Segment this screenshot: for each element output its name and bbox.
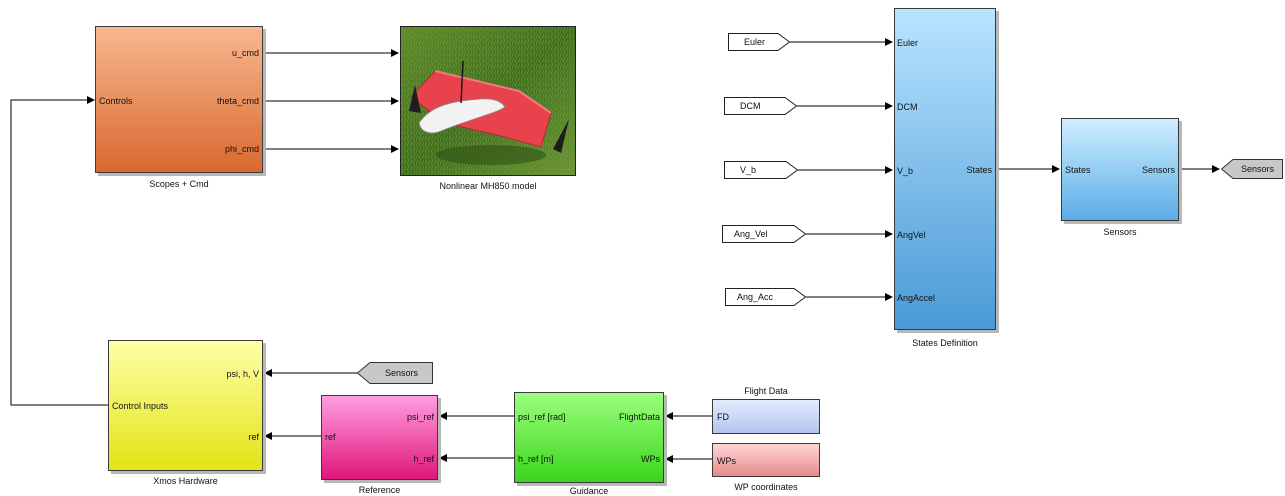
ang-acc-from-tag[interactable]: Ang_Acc	[725, 288, 806, 306]
flying-wing-drone-image	[401, 27, 575, 175]
phi-cmd-port-label: phi_cmd	[224, 144, 259, 154]
controls-port-label: Controls	[99, 96, 133, 106]
ang-acc-from-tag-label: Ang_Acc	[737, 292, 774, 302]
sensors-block-states-port-label: States	[1065, 165, 1091, 175]
u-cmd-port-label: u_cmd	[231, 48, 259, 58]
wps-port-label: WPs	[641, 454, 660, 464]
reference-block[interactable]: ref psi_ref h_ref	[321, 395, 438, 480]
euler-from-tag[interactable]: Euler	[728, 33, 790, 51]
reference-block-name: Reference	[358, 485, 401, 495]
wps-const-label: WPs	[717, 456, 736, 466]
mh850-model-block-name: Nonlinear MH850 model	[439, 181, 537, 191]
mh850-model-block[interactable]	[400, 26, 576, 176]
dcm-port-label: DCM	[897, 102, 918, 112]
euler-from-tag-label: Euler	[744, 37, 766, 47]
sensors-from-tag-label: Sensors	[385, 368, 419, 378]
flight-data-block-name: Flight Data	[744, 386, 788, 396]
wp-coordinates-block-name: WP coordinates	[734, 482, 798, 492]
sensors-block[interactable]: States Sensors	[1061, 118, 1179, 221]
sensors-block-name: Sensors	[1103, 227, 1137, 237]
xmos-hardware-block[interactable]: psi, h, V Control Inputs ref	[108, 340, 263, 471]
flight-data-block[interactable]: FD	[712, 399, 820, 434]
angaccel-port-label: AngAccel	[897, 293, 936, 303]
dcm-from-tag-label: DCM	[740, 101, 761, 111]
guidance-block[interactable]: psi_ref [rad] FlightData h_ref [m] WPs	[514, 392, 664, 483]
scopes-cmd-block[interactable]: Controls u_cmd theta_cmd phi_cmd	[95, 26, 263, 173]
sensors-goto-tag-label: Sensors	[1241, 164, 1275, 174]
v-b-port-label: V_b	[897, 166, 914, 176]
states-definition-block-name: States Definition	[912, 338, 978, 348]
flight-data-port-label: FlightData	[618, 412, 660, 422]
fd-label: FD	[717, 412, 729, 422]
theta-cmd-port-label: theta_cmd	[216, 96, 259, 106]
angvel-port-label: AngVel	[897, 230, 926, 240]
xmos-hardware-block-name: Xmos Hardware	[153, 476, 218, 486]
wp-coordinates-block[interactable]: WPs	[712, 443, 820, 477]
states-out-port-label: States	[966, 165, 992, 175]
ang-vel-from-tag-label: Ang_Vel	[734, 229, 768, 239]
states-definition-block[interactable]: Euler DCM V_b AngVel AngAccel States	[894, 8, 996, 330]
scopes-cmd-block-name: Scopes + Cmd	[149, 179, 209, 189]
wire-control-inputs	[10, 96, 108, 406]
psi-ref-rad-port-label: psi_ref [rad]	[518, 412, 566, 422]
sensors-from-tag[interactable]: Sensors	[357, 362, 433, 384]
reference-ref-port-label: ref	[325, 432, 336, 442]
guidance-block-name: Guidance	[569, 486, 609, 496]
v-b-from-tag[interactable]: V_b	[724, 161, 798, 179]
sensors-block-sensors-port-label: Sensors	[1141, 165, 1175, 175]
xmos-ref-port-label: ref	[248, 432, 259, 442]
h-ref-port-label: h_ref	[413, 454, 434, 464]
euler-port-label: Euler	[897, 38, 919, 48]
psi-h-v-port-label: psi, h, V	[226, 369, 259, 379]
sensors-goto-tag[interactable]: Sensors	[1221, 159, 1283, 179]
psi-ref-port-label: psi_ref	[406, 412, 434, 422]
h-ref-m-port-label: h_ref [m]	[518, 454, 554, 464]
v-b-from-tag-label: V_b	[740, 165, 757, 175]
control-inputs-port-label: Control Inputs	[112, 401, 169, 411]
ang-vel-from-tag[interactable]: Ang_Vel	[722, 225, 806, 243]
dcm-from-tag[interactable]: DCM	[724, 97, 797, 115]
